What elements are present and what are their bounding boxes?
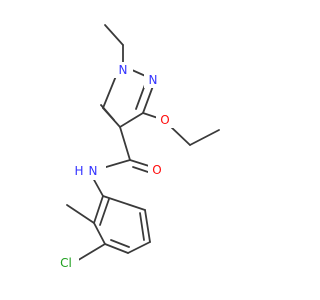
- n2-mask: [144, 72, 162, 88]
- bond-n-aryl: [92, 177, 104, 197]
- bond-ar-c3-c4-double: [110, 239, 130, 248]
- bond-c4-carbonyl: [119, 126, 131, 161]
- o-carbonyl-mask: [148, 162, 166, 178]
- bond-ar-c1-c2-double: [99, 198, 110, 226]
- bond-ethyl-ch3-ch2: [104, 24, 124, 46]
- molecule-canvas: N N O O H N Cl: [55, 24, 220, 272]
- n1-mask: [113, 62, 133, 78]
- atom-n-amide: N: [89, 164, 98, 178]
- nh-mask: [70, 160, 106, 180]
- bond-c5-n1: [102, 75, 117, 109]
- bonds: [66, 24, 220, 263]
- bond-c3-c4: [119, 112, 144, 128]
- bond-ar-c2-c3: [93, 222, 106, 245]
- bond-ethoxy-ch2-ch3: [189, 129, 220, 146]
- bond-ar-c5-c6: [144, 209, 151, 243]
- bond-carbonyl-o: [129, 159, 150, 167]
- atom-o-carbonyl: O: [152, 163, 161, 177]
- bond-ar-c3-c4: [104, 243, 129, 254]
- o-ether-mask: [156, 112, 174, 128]
- bond-aryl-methyl: [66, 204, 95, 224]
- atom-n2: N: [149, 73, 158, 87]
- atom-labels: N N O O H N Cl: [55, 62, 174, 272]
- bond-ar-c4-c5: [127, 241, 151, 254]
- bond-aryl-cl: [74, 243, 106, 263]
- atom-n1: N: [119, 63, 128, 77]
- bond-o-ch2: [169, 125, 191, 146]
- atom-h-amide: H: [74, 164, 83, 178]
- bond-ar-c5-c6-double: [139, 212, 145, 241]
- bond-n2-c3: [142, 85, 154, 114]
- bond-carbonyl-o-double: [132, 166, 149, 173]
- atom-o-ether: O: [160, 113, 169, 127]
- cl-mask: [55, 254, 79, 272]
- bond-ar-c6-c1: [102, 195, 146, 211]
- bond-c3-o: [142, 112, 159, 119]
- bond-ar-c1-c2: [93, 195, 104, 224]
- molecule-structure: N N O O H N Cl: [55, 24, 220, 272]
- atom-cl: Cl: [60, 256, 72, 270]
